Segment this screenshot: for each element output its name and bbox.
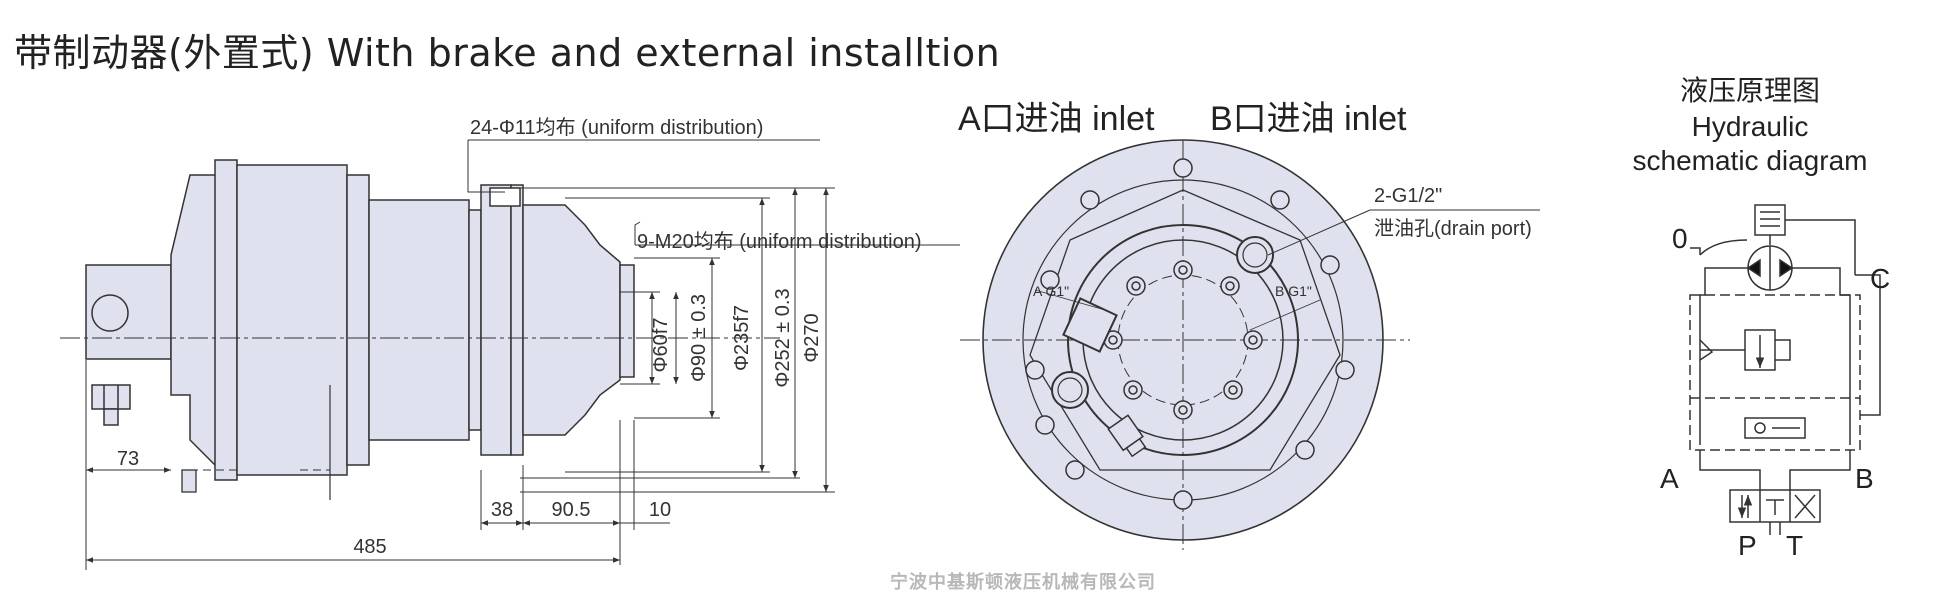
port-b-label: B G1": [1275, 283, 1312, 299]
hydraulic-schematic: [1689, 204, 1881, 535]
schematic-title-en-1: Hydraulic: [1692, 111, 1809, 142]
mounting-flange: [480, 184, 512, 456]
dim-73: 73: [117, 448, 139, 470]
schematic-label-c: C: [1870, 263, 1890, 294]
side-view-motor: [85, 159, 635, 481]
dim-90-5: 90.5: [552, 499, 591, 521]
small-bolt: [181, 469, 197, 493]
inlet-a-label: A口进油 inlet: [958, 100, 1155, 138]
dim-phi252: Φ252 ± 0.3: [772, 288, 794, 387]
page-title: 带制动器(外置式) With brake and external instal…: [14, 31, 1001, 75]
schematic-label-b: B: [1855, 463, 1874, 494]
inlet-b-label: B口进油 inlet: [1210, 100, 1407, 138]
schematic-label-p: P: [1738, 530, 1757, 561]
hex-nut: [91, 384, 131, 410]
mounting-flange-2: [510, 184, 524, 456]
front-spigot: [522, 204, 621, 436]
drain-port-label: 泄油孔(drain port): [1374, 217, 1532, 240]
dim-10: 10: [649, 499, 671, 521]
dim-phi270: Φ270: [801, 313, 823, 362]
dim-phi60: Φ60f7: [650, 318, 672, 373]
company-watermark: 宁波中基斯顿液压机械有限公司: [890, 572, 1156, 593]
dim-38: 38: [491, 499, 513, 521]
hub-bolts: [1103, 260, 1263, 420]
flange-ring-1: [214, 159, 238, 481]
drain-port-2: [1051, 371, 1089, 409]
bolt-hole-section: [489, 187, 521, 207]
schematic-title-cn: 液压原理图: [1680, 75, 1820, 106]
body-section: [236, 164, 348, 476]
drain-port-1: [1236, 236, 1274, 274]
flange-ring-2: [346, 174, 370, 466]
dim-phi90: Φ90 ± 0.3: [688, 294, 710, 382]
gap-ring: [468, 209, 482, 431]
schematic-label-a: A: [1660, 463, 1679, 494]
port-a-block: [1062, 297, 1118, 353]
schematic-label-t: T: [1786, 530, 1803, 561]
schematic-title-en-2: schematic diagram: [1633, 145, 1868, 176]
flange-bolts: [1025, 158, 1355, 510]
port-a-label: A G1": [1033, 283, 1069, 299]
stator-section: [368, 199, 470, 441]
thread-note: 9-M20均布 (uniform distribution): [637, 230, 922, 253]
dim-phi235: Φ235f7: [731, 305, 753, 371]
output-boss: [619, 264, 635, 378]
schematic-label-0: 0: [1672, 223, 1688, 254]
brake-port-circle: [91, 294, 129, 332]
dim-485: 485: [353, 536, 386, 558]
bolt-hole-note: 24-Φ11均布 (uniform distribution): [470, 116, 763, 139]
drain-size: 2-G1/2": [1374, 185, 1442, 207]
fitting: [1107, 414, 1147, 458]
